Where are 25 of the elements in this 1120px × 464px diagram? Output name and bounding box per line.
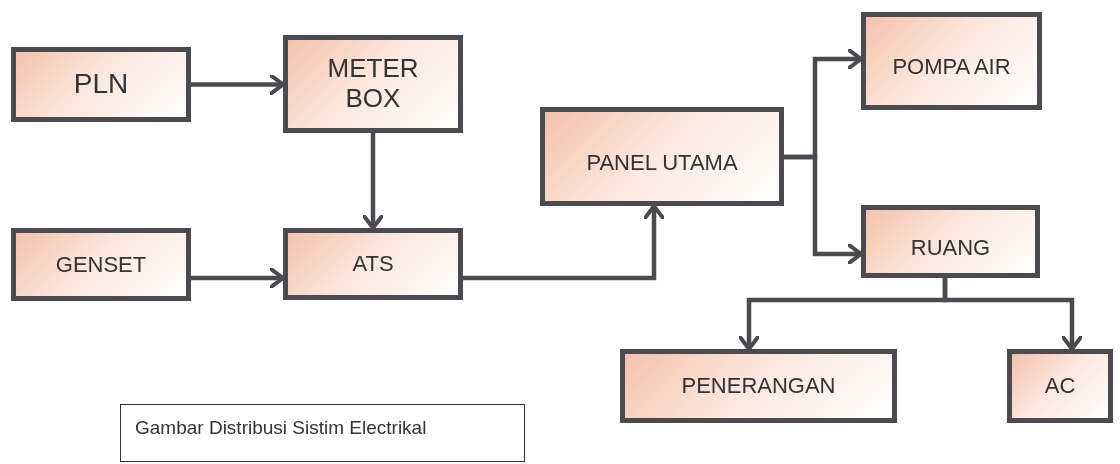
box-label: AC bbox=[1043, 373, 1077, 399]
arrow bbox=[191, 267, 285, 289]
process-box bbox=[11, 228, 191, 301]
process-box bbox=[11, 47, 191, 122]
process-box bbox=[283, 35, 463, 133]
process-box bbox=[620, 349, 897, 423]
box-label: PLN bbox=[72, 68, 130, 101]
process-box bbox=[283, 228, 463, 300]
process-box bbox=[861, 205, 1040, 278]
arrow bbox=[362, 133, 384, 230]
box-label: GENSET bbox=[54, 251, 148, 278]
box-label: POMPA AIR bbox=[891, 54, 1012, 80]
box-label: PENERANGAN bbox=[680, 373, 837, 399]
box-label: RUANG bbox=[909, 234, 992, 261]
box-label: PANEL UTAMA bbox=[585, 149, 739, 176]
box-label: ATS bbox=[351, 251, 395, 277]
arrow bbox=[191, 73, 285, 96]
arrow bbox=[942, 278, 1083, 351]
caption: Gambar Distribusi Sistim Electrikal bbox=[120, 404, 525, 462]
box-label: METER BOX bbox=[326, 54, 420, 114]
arrow bbox=[463, 204, 665, 281]
process-box bbox=[861, 12, 1042, 110]
process-box bbox=[540, 107, 784, 206]
arrow bbox=[784, 154, 863, 265]
process-box bbox=[1007, 349, 1113, 423]
